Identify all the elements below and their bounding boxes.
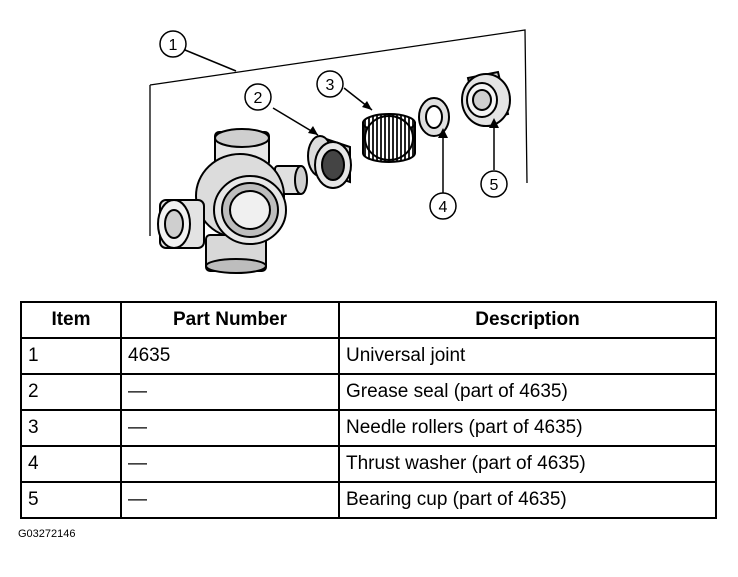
svg-text:5: 5 [490,177,499,194]
header-description: Description [338,301,717,339]
svg-text:1: 1 [169,37,178,54]
callout-5: 5 [480,170,508,198]
cell-part-number: 4635 [120,337,340,375]
cell-description: Thrust washer (part of 4635) [338,445,717,483]
table-row: 2 — Grease seal (part of 4635) [20,373,717,411]
cell-part-number: — [120,373,340,411]
svg-text:2: 2 [254,90,263,107]
table-row: 4 — Thrust washer (part of 4635) [20,445,717,483]
exploded-view-illustration: 1 2 3 4 5 [149,29,528,274]
svg-text:4: 4 [439,199,448,216]
callout-1: 1 [159,30,187,58]
cell-description: Grease seal (part of 4635) [338,373,717,411]
cell-item: 5 [20,481,122,519]
universal-joint-drawing [157,128,308,274]
header-item: Item [20,301,122,339]
cell-part-number: — [120,445,340,483]
cell-description: Universal joint [338,337,717,375]
table-row: 5 — Bearing cup (part of 4635) [20,481,717,519]
thrust-washer-drawing [418,97,450,137]
cell-description: Needle rollers (part of 4635) [338,409,717,447]
svg-text:3: 3 [326,77,335,94]
figure-code: G03272146 [18,528,76,540]
callout-4: 4 [429,192,457,220]
callout-2: 2 [244,83,272,111]
cell-item: 3 [20,409,122,447]
parts-table: Item Part Number Description 1 4635 Univ… [20,301,717,519]
needle-rollers-drawing [362,113,416,163]
header-part-number: Part Number [120,301,340,339]
cell-part-number: — [120,409,340,447]
grease-seal-drawing [307,135,352,189]
table-header-row: Item Part Number Description [20,301,717,339]
bearing-cup-drawing [461,70,511,127]
cell-part-number: — [120,481,340,519]
cell-item: 4 [20,445,122,483]
table-row: 1 4635 Universal joint [20,337,717,375]
cell-description: Bearing cup (part of 4635) [338,481,717,519]
callout-3: 3 [316,70,344,98]
table-row: 3 — Needle rollers (part of 4635) [20,409,717,447]
cell-item: 1 [20,337,122,375]
cell-item: 2 [20,373,122,411]
